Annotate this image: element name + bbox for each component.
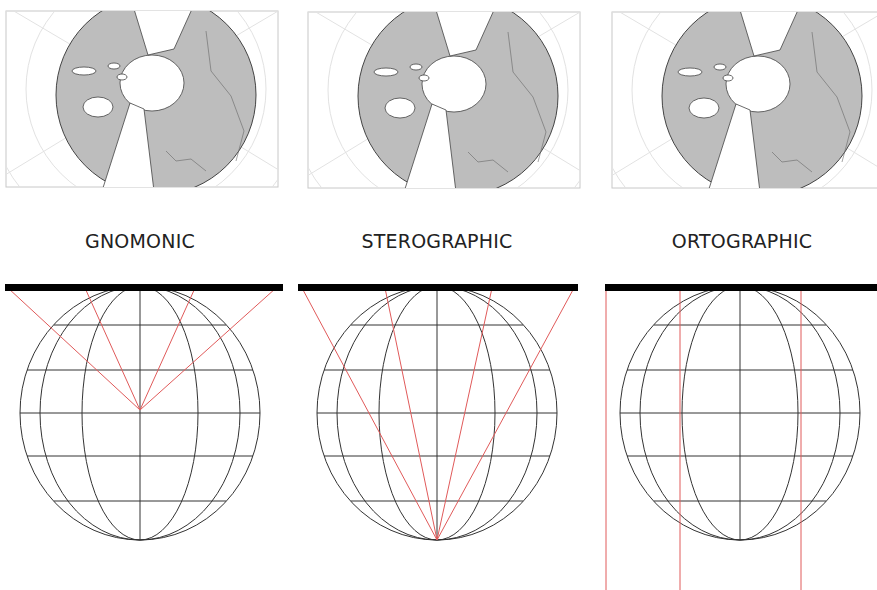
projection-name: GNOMONIC (85, 230, 195, 252)
projection-name: ORTOGRAPHIC (672, 230, 812, 252)
projection-name: STEROGRAPHIC (362, 230, 513, 252)
